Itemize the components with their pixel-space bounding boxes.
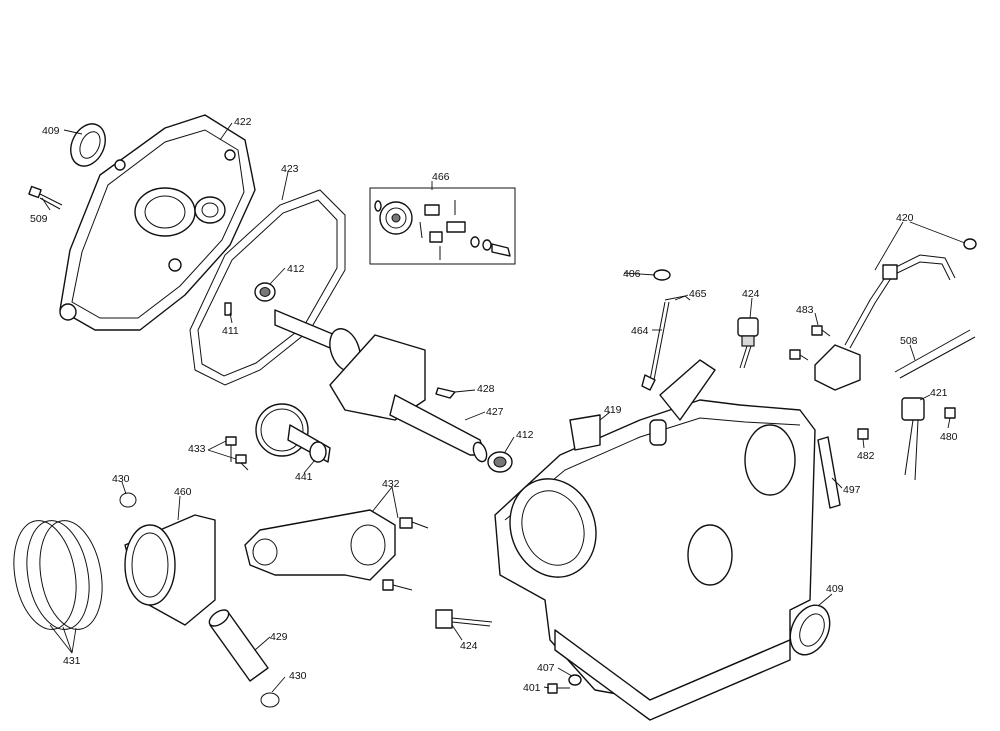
callout-424-lower: 424	[460, 640, 478, 652]
callout-409-right: 409	[826, 583, 844, 595]
circlip-lower	[260, 692, 280, 708]
callout-421: 421	[930, 387, 948, 399]
oil-seal-412-lower	[487, 451, 513, 473]
ignition-coil	[814, 238, 977, 391]
dowel-pin	[224, 302, 232, 316]
callout-430-lower: 430	[289, 670, 307, 682]
callout-422: 422	[234, 116, 252, 128]
plate-497	[817, 436, 841, 509]
circlip-upper	[119, 492, 137, 508]
callout-406: 406	[623, 268, 641, 280]
governor-assembly-box	[369, 187, 516, 265]
crankcase-cover	[59, 114, 256, 331]
callout-423: 423	[281, 163, 299, 175]
callout-428: 428	[477, 383, 495, 395]
callout-412: 412	[287, 263, 305, 275]
piston-pin	[208, 609, 269, 682]
crankshaft	[274, 309, 488, 463]
callout-420: 420	[896, 212, 914, 224]
bolt-480	[944, 407, 956, 419]
callout-508: 508	[900, 335, 918, 347]
bolt-509	[28, 185, 63, 210]
oil-dipstick-lower	[435, 609, 493, 629]
piston-rings	[13, 520, 103, 630]
bolts-483	[789, 325, 831, 361]
callout-407: 407	[537, 662, 555, 674]
camshaft	[255, 403, 331, 463]
callout-441: 441	[295, 471, 313, 483]
oil-seal-right	[789, 604, 831, 656]
wire-harness	[894, 329, 976, 379]
callout-419: 419	[604, 404, 622, 416]
cover-gasket	[189, 189, 346, 386]
callout-429: 429	[270, 631, 288, 643]
callout-431: 431	[63, 655, 81, 667]
callout-460: 460	[174, 486, 192, 498]
callout-480: 480	[940, 431, 958, 443]
callout-427: 427	[486, 406, 504, 418]
callout-482: 482	[857, 450, 875, 462]
callout-483: 483	[796, 304, 814, 316]
oil-seal-412-upper	[254, 282, 276, 302]
leader-lines	[41, 122, 966, 693]
callout-409: 409	[42, 125, 60, 137]
bolt-401	[547, 683, 570, 694]
woodruff-key	[435, 387, 456, 399]
callout-466: 466	[432, 171, 450, 183]
callout-401: 401	[523, 682, 541, 694]
oil-sensor	[901, 397, 925, 481]
callout-432: 432	[382, 478, 400, 490]
callout-497: 497	[843, 484, 861, 496]
bolt-482	[857, 428, 869, 440]
bolts-433	[225, 436, 249, 471]
callout-509: 509	[30, 213, 48, 225]
callout-411: 411	[222, 325, 239, 337]
callout-424: 424	[742, 288, 760, 300]
callout-433: 433	[188, 443, 206, 455]
callout-412-lower: 412	[516, 429, 534, 441]
washer-406	[653, 269, 671, 281]
piston	[124, 514, 216, 626]
oil-dipstick-upper	[737, 317, 759, 369]
washer-407	[568, 674, 582, 686]
callout-430: 430	[112, 473, 130, 485]
callout-464: 464	[631, 325, 649, 337]
governor-arm	[641, 295, 691, 391]
crankcase-block	[494, 359, 816, 721]
connecting-rod	[244, 509, 429, 591]
callout-labels: 409 422 423 466 509 412 411 406 465 464 …	[30, 116, 958, 694]
oil-seal-left	[70, 123, 106, 167]
callout-465: 465	[689, 288, 707, 300]
